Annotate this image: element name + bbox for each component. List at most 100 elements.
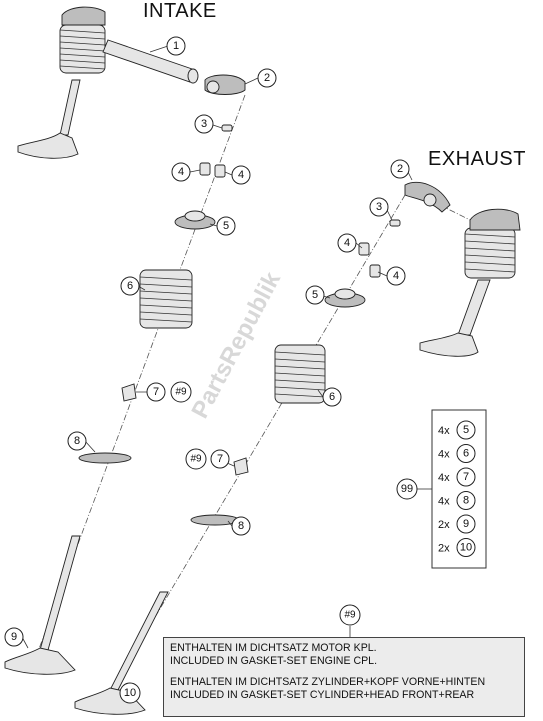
- callout-10: 10: [119, 682, 141, 704]
- kit-row-part-number: 10: [460, 542, 472, 554]
- callout-4-intake-left: 4: [171, 162, 191, 182]
- exhaust-valve-assembly-illustration: [419, 208, 521, 357]
- svg-text:8: 8: [238, 520, 244, 532]
- intake-stem-seal: [121, 383, 137, 402]
- exhaust-rocker-arm: [404, 181, 451, 213]
- kit-row: 4x 8: [438, 491, 476, 510]
- kit-row-part-number: 8: [463, 495, 469, 507]
- callout-7-exhaust: 7: [210, 449, 230, 469]
- kit-row: 2x 9: [438, 514, 476, 534]
- svg-text:10: 10: [124, 687, 136, 699]
- callout-3-exhaust: 3: [369, 197, 389, 217]
- kit-row-quantity: 4x: [438, 496, 450, 508]
- callout-6-intake: 6: [120, 276, 140, 296]
- callout-5-intake: 5: [216, 216, 236, 236]
- svg-text:7: 7: [153, 386, 159, 398]
- kit-row-part-number: 9: [463, 518, 469, 530]
- exhaust-spring-seat: [190, 514, 240, 526]
- svg-text:4: 4: [344, 237, 350, 249]
- callout-4-intake-right: 4: [231, 165, 251, 185]
- intake-valve-keeper-left: [199, 162, 211, 176]
- svg-text:1: 1: [173, 40, 179, 52]
- svg-text:6: 6: [127, 280, 133, 292]
- callout-hash9-intake: #9: [170, 381, 192, 403]
- callout-1: 1: [166, 36, 186, 56]
- callout-4-exhaust-lower: 4: [386, 266, 406, 286]
- intake-rocker-arm: [204, 74, 246, 95]
- svg-text:#9: #9: [175, 387, 187, 398]
- svg-text:8: 8: [74, 435, 80, 447]
- note-line: INCLUDED IN GASKET-SET ENGINE CPL.: [170, 655, 378, 667]
- callout-2-exhaust: 2: [390, 159, 410, 179]
- exhaust-valve-cap: [389, 219, 401, 227]
- intake-spring-retainer: [174, 210, 216, 230]
- callout-5-exhaust: 5: [305, 285, 325, 305]
- kit-row-part-number: 5: [463, 424, 469, 436]
- callout-hash9-note: #9: [339, 604, 361, 626]
- svg-text:2: 2: [397, 163, 403, 175]
- kit-row: 4x 6: [438, 444, 476, 463]
- svg-text:5: 5: [312, 289, 318, 301]
- exhaust-stem-seal: [233, 457, 249, 476]
- exhaust-valve-keeper-upper: [358, 242, 370, 256]
- kit-row: 4x 5: [438, 420, 476, 440]
- callout-9: 9: [4, 627, 24, 647]
- svg-text:4: 4: [238, 169, 244, 181]
- callout-8-exhaust: 8: [231, 516, 251, 536]
- intake-valve-spring: [139, 269, 193, 329]
- callout-4-exhaust-upper: 4: [337, 233, 357, 253]
- kit-row-quantity: 4x: [438, 472, 450, 484]
- callout-3-intake: 3: [194, 114, 214, 134]
- intake-valve-keeper-right: [214, 164, 226, 178]
- kit-row-part-circle: [456, 491, 476, 510]
- callout-hash9-exhaust: #9: [185, 448, 207, 470]
- svg-text:3: 3: [201, 118, 207, 130]
- kit-row-quantity: 2x: [438, 543, 450, 555]
- kit-row-part-circle: [456, 538, 476, 557]
- kit-rows: 4x 5 4x 6 4x 7 4x 8 2x 9 2x 10: [438, 420, 476, 557]
- watermark: PartsRepublik: [186, 267, 286, 423]
- callout-8-intake: 8: [67, 431, 87, 451]
- note-line: INCLUDED IN GASKET-SET CYLINDER+HEAD FRO…: [170, 689, 475, 701]
- svg-text:5: 5: [223, 220, 229, 232]
- svg-text:7: 7: [217, 453, 223, 465]
- intake-spring-seat: [78, 452, 132, 464]
- intake-title: INTAKE: [143, 0, 217, 22]
- callout-7-intake: 7: [146, 382, 166, 402]
- kit-row-part-number: 6: [463, 448, 469, 460]
- kit-row-quantity: 2x: [438, 519, 450, 531]
- kit-row: 4x 7: [438, 467, 476, 487]
- kit-row-part-circle: [456, 444, 476, 463]
- svg-text:2: 2: [264, 72, 270, 84]
- callout-99: 99: [396, 478, 418, 500]
- exhaust-spring-retainer: [324, 288, 366, 308]
- note-line: ENTHALTEN IM DICHTSATZ MOTOR KPL.: [170, 642, 377, 654]
- svg-text:3: 3: [376, 201, 382, 213]
- kit-row-part-circle: [456, 514, 476, 534]
- svg-text:4: 4: [178, 166, 184, 178]
- kit-row-part-circle: [456, 467, 476, 487]
- svg-text:#9: #9: [344, 610, 356, 621]
- kit-row: 2x 10: [438, 538, 476, 557]
- intake-valve-cap: [221, 124, 233, 132]
- svg-text:#9: #9: [190, 454, 202, 465]
- kit-row-quantity: 4x: [438, 449, 450, 461]
- exhaust-title: EXHAUST: [428, 148, 526, 170]
- intake-valve: [4, 535, 81, 675]
- kit-row-quantity: 4x: [438, 425, 450, 437]
- exhaust-valve-spring: [274, 344, 326, 404]
- kit-row-part-circle: [456, 420, 476, 440]
- exhaust-valve-keeper-lower: [369, 264, 381, 278]
- kit-row-part-number: 7: [463, 471, 469, 483]
- svg-text:6: 6: [329, 391, 335, 403]
- svg-text:99: 99: [401, 483, 413, 495]
- callout-6-exhaust: 6: [322, 387, 342, 407]
- intake-valve-assembly-illustration: [17, 6, 199, 159]
- gasket-set-note: ENTHALTEN IM DICHTSATZ MOTOR KPL. INCLUD…: [163, 637, 525, 717]
- kit-table: 99 4x 5 4x 6 4x 7 4x 8 2x 9 2x 10: [396, 409, 487, 569]
- svg-text:4: 4: [393, 270, 399, 282]
- svg-text:9: 9: [11, 631, 17, 643]
- note-line: ENTHALTEN IM DICHTSATZ ZYLINDER+KOPF VOR…: [170, 676, 486, 688]
- callout-2-intake: 2: [257, 68, 277, 88]
